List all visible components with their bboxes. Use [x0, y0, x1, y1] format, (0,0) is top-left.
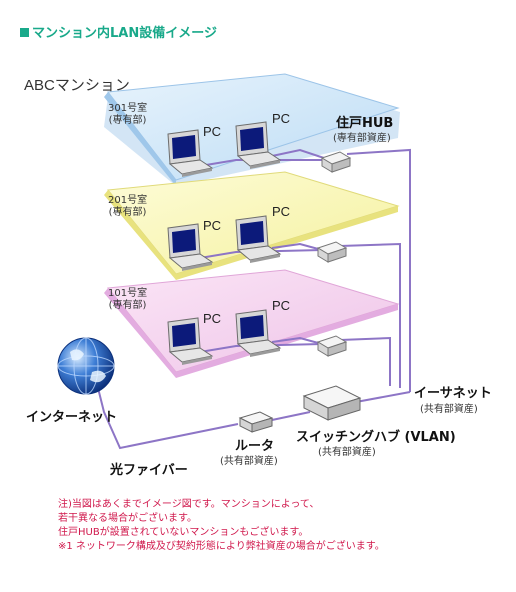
- note-line: 住戸HUBが設置されていないマンションもございます。: [58, 527, 309, 538]
- cable-network: [95, 148, 411, 450]
- pc-301-2-label: PC: [272, 111, 291, 126]
- building-name: ABCマンション: [24, 77, 130, 94]
- internet-label: インターネット: [26, 410, 118, 425]
- room-201-label: 201号室 (専有部): [108, 195, 147, 219]
- router-sub-label: (共有部資産): [220, 456, 278, 467]
- room-201-number: 201号室: [108, 195, 148, 206]
- switching-hub: [302, 385, 362, 421]
- switch-sub-label: (共有部資産): [318, 447, 376, 458]
- pc-201-1-label: PC: [203, 218, 222, 233]
- note-line: ※1 ネットワーク構成及び契約形態により弊社資産の場合がございます。: [58, 541, 385, 552]
- note-line: 注)当図はあくまでイメージ図です。マンションによって、: [58, 499, 320, 510]
- fiber-label: 光ファイバー: [110, 463, 188, 478]
- note-line: 若干異なる場合がございます。: [58, 513, 197, 524]
- pc-101-1-label: PC: [203, 311, 222, 326]
- room-201-sub: (専有部): [108, 207, 147, 218]
- pc-101-2-label: PC: [272, 298, 291, 313]
- room-101-sub: (専有部): [108, 300, 147, 311]
- pc-301-1-label: PC: [203, 124, 222, 139]
- hub-101: [316, 335, 348, 357]
- notes-block: 注)当図はあくまでイメージ図です。マンションによって、 若干異なる場合がございま…: [58, 498, 385, 554]
- page-title-text: マンション内LAN設備イメージ: [32, 26, 217, 41]
- globe-icon: [57, 337, 115, 395]
- pc-201-2-label: PC: [272, 204, 291, 219]
- ethernet-sub-label: (共有部資産): [420, 404, 478, 415]
- hub-label: 住戸HUB: [336, 116, 394, 131]
- page-title: マンション内LAN設備イメージ: [20, 22, 217, 41]
- title-square-icon: [20, 28, 29, 37]
- room-301-sub: (専有部): [108, 115, 147, 126]
- router-label: ルータ: [235, 439, 275, 454]
- switch-label: スイッチングハブ (VLAN): [296, 430, 456, 445]
- router: [238, 411, 274, 433]
- hub-sub-label: (専有部資産): [333, 133, 391, 144]
- room-301-number: 301号室: [108, 103, 148, 114]
- room-101-label: 101号室 (専有部): [108, 288, 147, 312]
- hub-201: [316, 241, 348, 263]
- room-301-label: 301号室 (専有部): [108, 103, 147, 127]
- room-101-number: 101号室: [108, 288, 148, 299]
- ethernet-label: イーサネット: [414, 386, 492, 401]
- hub-301: [320, 151, 352, 173]
